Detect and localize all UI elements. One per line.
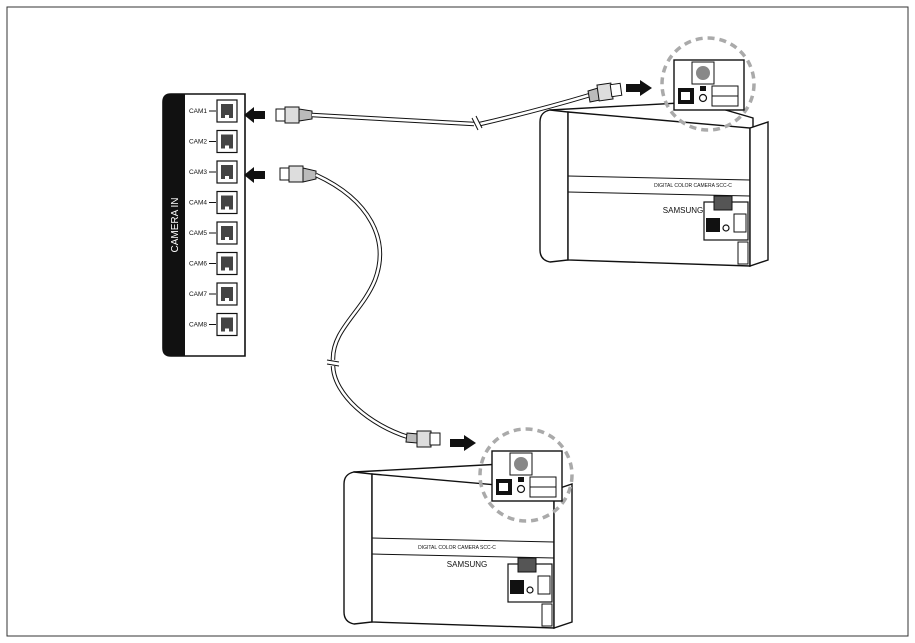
port-label: CAM2 <box>189 139 207 146</box>
cable-bottom-camera <box>315 172 441 448</box>
camera-bottom-brand: SAMSUNG <box>447 560 487 569</box>
arrow-to-bottom-camera <box>450 435 476 451</box>
port-cam2: CAM2 <box>189 129 238 154</box>
port-label: CAM8 <box>189 322 207 329</box>
zoom-callout-bottom <box>478 427 574 523</box>
rj45-socket-icon <box>221 287 233 301</box>
camera-top-brand: SAMSUNG <box>663 206 703 215</box>
plug-cam1 <box>275 106 313 124</box>
arrow-to-cam3 <box>244 167 265 183</box>
rj45-socket-icon <box>221 165 233 179</box>
camera-bottom-model-text: DIGITAL COLOR CAMERA SCC-C <box>418 545 496 551</box>
port-cam7: CAM7 <box>189 282 238 306</box>
rj45-socket-icon <box>221 134 233 149</box>
port-cam5: CAM5 <box>189 221 238 245</box>
rj45-socket-icon <box>221 317 233 332</box>
panel-title-strip <box>163 94 185 356</box>
port-cam3: CAM3 <box>189 160 238 184</box>
arrow-to-top-camera <box>626 80 652 96</box>
port-label: CAM5 <box>189 230 207 237</box>
port-cam4: CAM4 <box>189 190 238 215</box>
rj45-socket-icon <box>221 226 233 240</box>
port-cam8: CAM8 <box>189 312 238 337</box>
camera-top-model-text: DIGITAL COLOR CAMERA SCC-C <box>654 183 732 189</box>
camera-in-panel: CAMERA IN CAM1CAM2CAM3CAM4CAM5CAM6CAM7CA… <box>162 93 246 357</box>
panel-title: CAMERA IN <box>170 197 181 252</box>
rj45-socket-icon <box>221 256 233 271</box>
rj45-socket-icon <box>221 104 233 118</box>
port-label: CAM3 <box>189 169 207 176</box>
diagram-frame <box>6 6 909 637</box>
camera-top: DIGITAL COLOR CAMERA SCC-C SAMSUNG <box>539 101 769 267</box>
zoom-callout-top <box>660 36 756 132</box>
port-label: CAM1 <box>189 108 207 115</box>
arrow-to-cam1 <box>244 107 265 123</box>
port-label: CAM7 <box>189 291 207 298</box>
port-cam1: CAM1 <box>189 99 238 123</box>
port-label: CAM4 <box>189 200 207 207</box>
cable-top-camera <box>311 82 623 131</box>
rj45-socket-icon <box>221 195 233 210</box>
port-label: CAM6 <box>189 261 207 268</box>
port-cam6: CAM6 <box>189 251 238 276</box>
plug-cam3 <box>279 165 317 183</box>
